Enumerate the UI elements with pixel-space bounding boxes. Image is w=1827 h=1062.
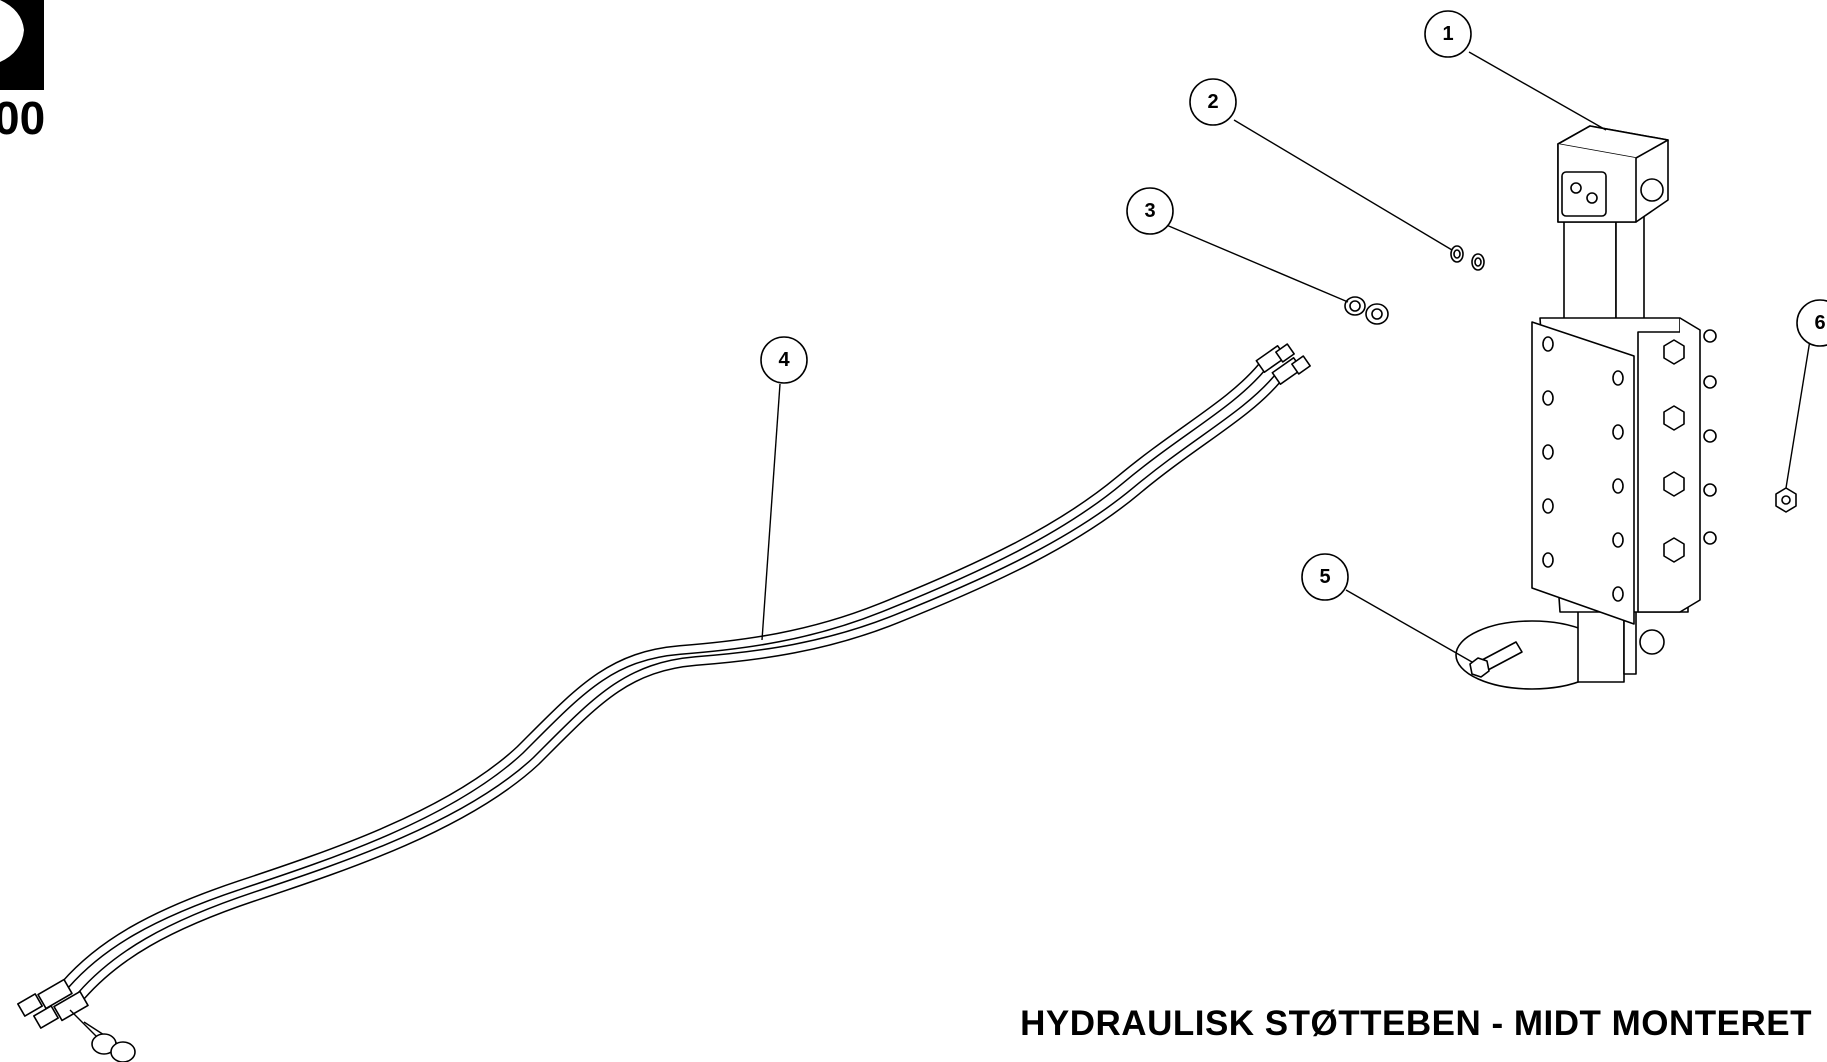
callout-6: 6 xyxy=(1796,299,1827,347)
drawing-title: HYDRAULISK STØTTEBEN - MIDT MONTERET xyxy=(1020,1004,1812,1043)
svg-text:3: 3 xyxy=(1144,200,1155,222)
callout-2: 2 xyxy=(1189,78,1237,126)
svg-text:00: 00 xyxy=(0,92,45,144)
sealing-washers xyxy=(1450,245,1485,271)
callout-3: 3 xyxy=(1126,187,1174,235)
hose-end-couplers-bottom xyxy=(17,978,136,1062)
svg-text:4: 4 xyxy=(778,349,790,371)
support-leg-assembly xyxy=(1455,125,1717,690)
svg-text:5: 5 xyxy=(1319,566,1330,588)
mounting-plate-holes xyxy=(1542,336,1624,602)
leader-lines xyxy=(761,51,1811,663)
svg-text:6: 6 xyxy=(1814,312,1825,334)
side-plate-bolts xyxy=(1663,329,1717,563)
callout-4: 4 xyxy=(760,336,808,384)
hydraulic-nipples xyxy=(1344,296,1389,325)
brand-logo: 00 xyxy=(0,0,45,144)
callout-5: 5 xyxy=(1301,553,1349,601)
hydraulic-hose-pair xyxy=(17,343,1311,1062)
hex-bolt xyxy=(1469,641,1523,678)
hose-end-fittings-top xyxy=(1255,343,1311,385)
callout-1: 1 xyxy=(1424,10,1472,58)
svg-text:1: 1 xyxy=(1442,23,1453,45)
svg-text:2: 2 xyxy=(1207,91,1218,113)
hex-nut xyxy=(1775,487,1797,513)
